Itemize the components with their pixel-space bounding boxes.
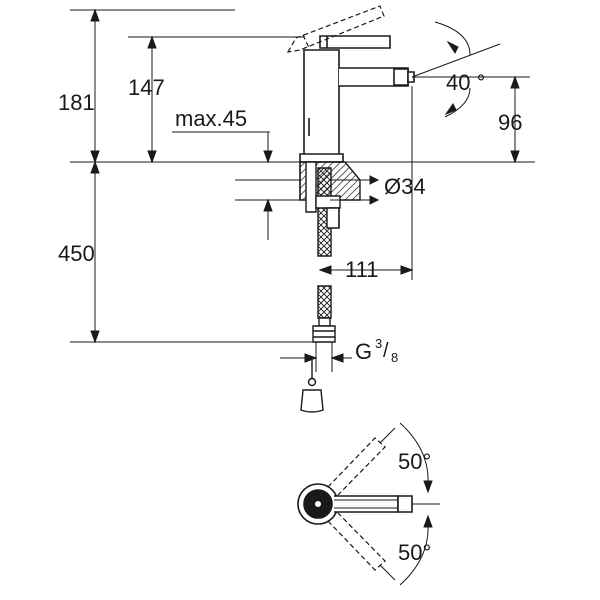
thread-numerator: 3 [375, 336, 383, 351]
label-thread: G 3 / 8 [355, 337, 415, 367]
mounting-section [300, 162, 360, 256]
label-spray-angle: 40 ° [446, 70, 486, 95]
dim-181-line [70, 10, 235, 162]
faucet-body [300, 50, 414, 162]
thread-slash: / [383, 340, 389, 362]
label-max-deck: max.45 [175, 106, 248, 131]
label-overall-height: 181 [58, 90, 95, 115]
label-swivel-top: 50° [398, 449, 432, 474]
label-hose-length: 450 [58, 241, 95, 266]
dim-96-line [500, 77, 530, 162]
hose-lower [313, 286, 335, 342]
top-view-body [298, 484, 412, 524]
label-swivel-bottom: 50° [398, 540, 432, 565]
thread-dim-line [280, 342, 352, 372]
swivel-angle-lines [380, 423, 440, 585]
dim-450-line [70, 162, 330, 342]
dim-111-line [320, 86, 412, 280]
dim-147-line [128, 37, 305, 162]
drain-rod [301, 360, 323, 412]
label-hole-diameter: Ø34 [384, 174, 426, 199]
handle-lever [320, 36, 390, 48]
thread-letter: G [355, 339, 373, 364]
thread-denominator: 8 [391, 350, 399, 365]
label-projection: 111 [345, 257, 379, 282]
label-spout-height: 147 [128, 75, 165, 100]
dim-diameter-line [330, 176, 378, 204]
dim-max45-line [172, 132, 300, 240]
handle-dashed-position [288, 6, 384, 52]
label-spout-outlet-height: 96 [498, 110, 523, 135]
